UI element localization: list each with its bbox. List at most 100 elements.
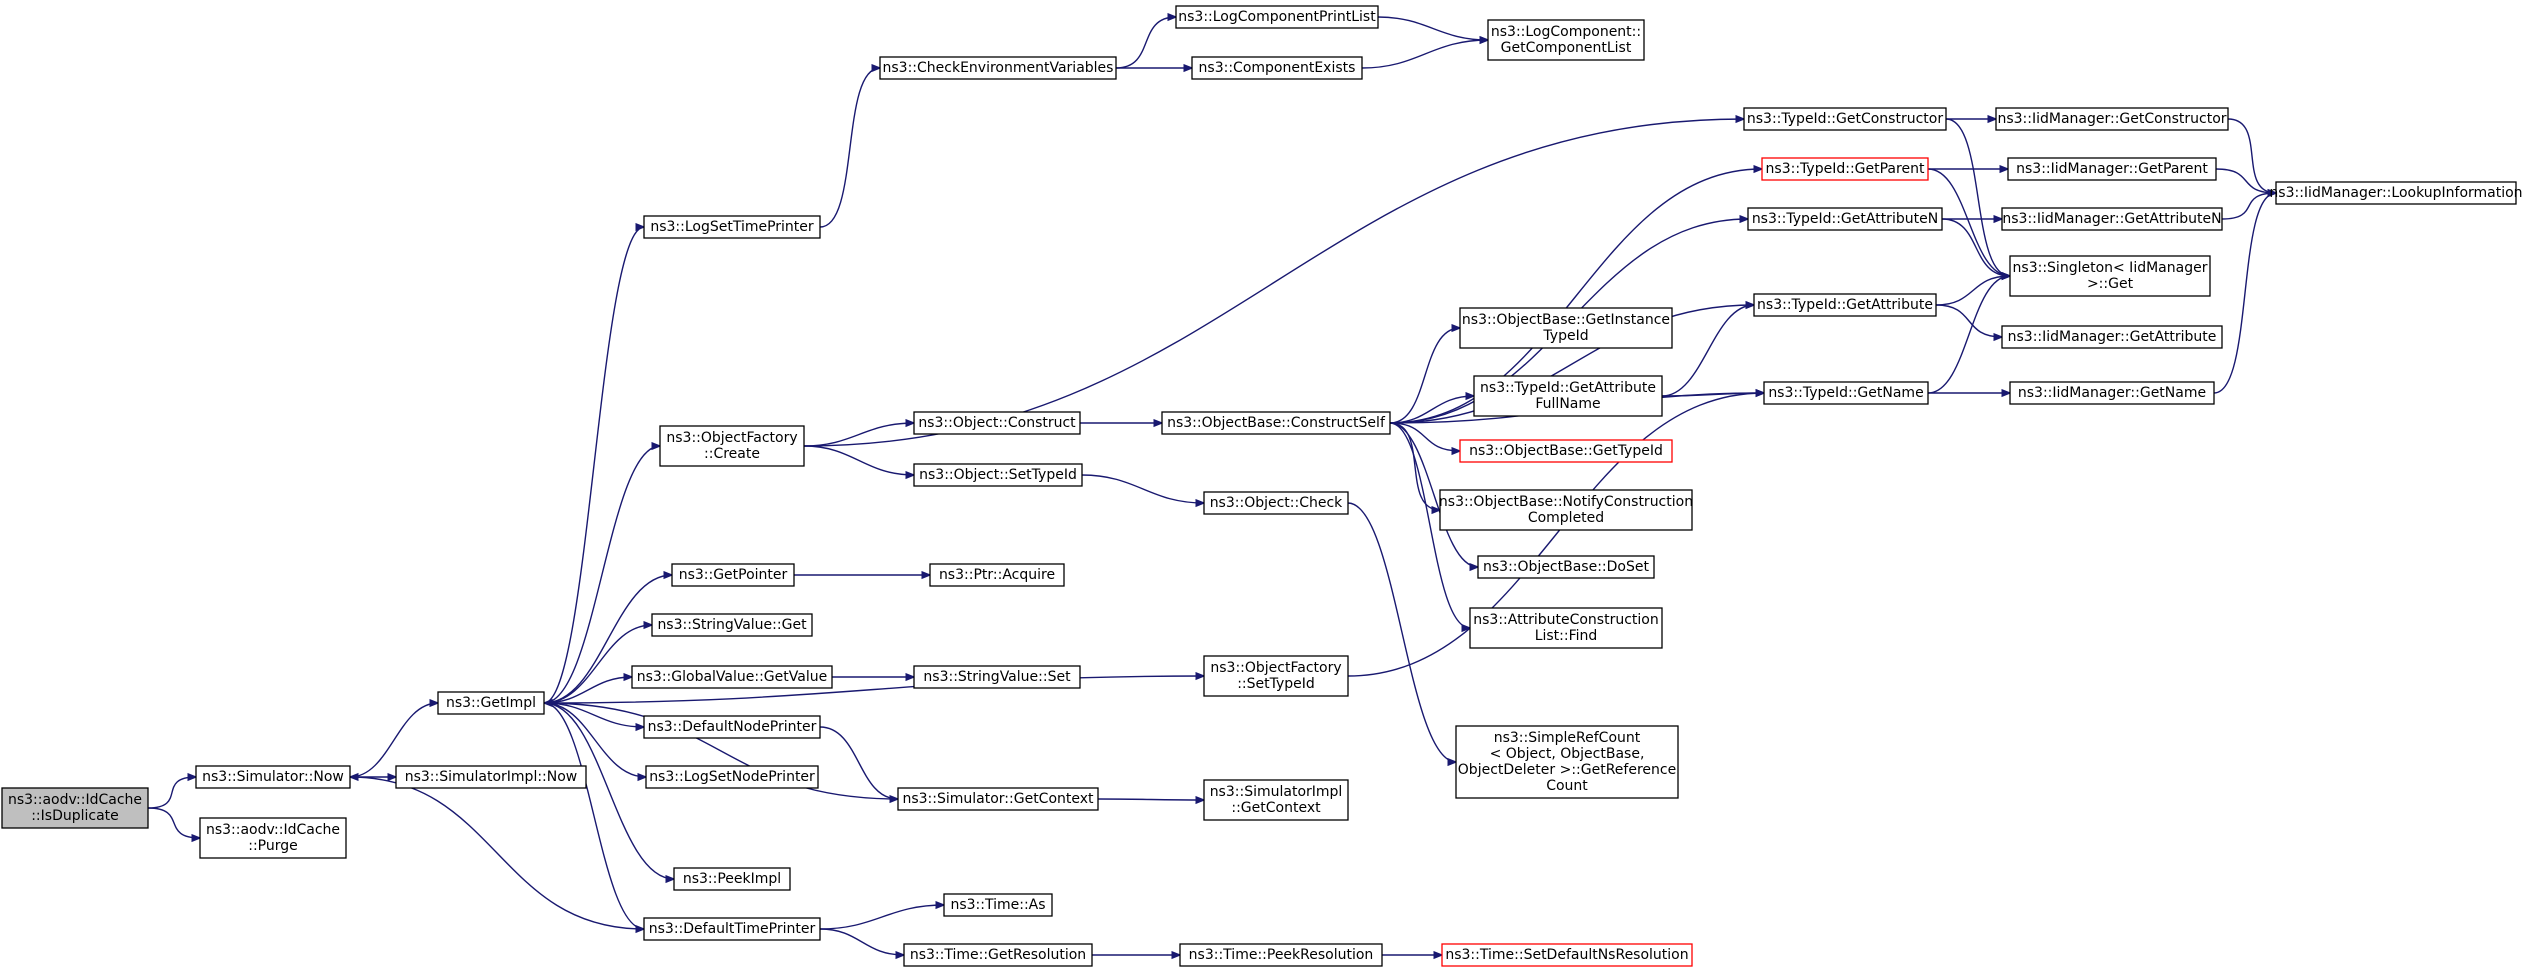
graph-node-tidgetname[interactable]: ns3::TypeId::GetName [1763, 381, 1929, 405]
graph-node-isdup[interactable]: ns3::aodv::IdCache::IsDuplicate [1, 787, 149, 829]
graph-node-iidlookup[interactable]: ns3::IidManager::LookupInformation [2269, 181, 2523, 205]
edge-simnow-to-getimpl [349, 703, 438, 778]
node-label: ns3::LogSetTimePrinter [650, 219, 814, 235]
graph-node-simnow[interactable]: ns3::Simulator::Now [195, 765, 351, 789]
node-label: ns3::aodv::IdCache [206, 822, 340, 838]
node-box [673, 867, 791, 891]
graph-node-tidgetpar[interactable]: ns3::TypeId::GetParent [1761, 157, 1929, 181]
node-label: ns3::ObjectBase::NotifyConstruction [1439, 494, 1693, 510]
node-label: ns3::StringValue::Get [657, 617, 807, 633]
graph-node-obdoset[interactable]: ns3::ObjectBase::DoSet [1477, 555, 1655, 579]
node-box [1477, 555, 1655, 579]
node-box [1179, 943, 1383, 967]
edge-objsettid-to-objcheck [1081, 474, 1204, 503]
graph-node-logcompget[interactable]: ns3::LogComponent::GetComponentList [1487, 19, 1645, 61]
graph-node-strvset[interactable]: ns3::StringValue::Set [913, 665, 1081, 689]
node-box [2001, 325, 2223, 349]
node-label: ns3::StringValue::Set [923, 669, 1071, 685]
node-label: ns3::LogComponentPrintList [1178, 9, 1376, 25]
node-box [913, 411, 1081, 435]
graph-node-logcpl[interactable]: ns3::LogComponentPrintList [1175, 5, 1379, 29]
graph-node-getimpl[interactable]: ns3::GetImpl [437, 691, 545, 715]
edge-simgetctx-to-simimplctx [1097, 799, 1204, 800]
edge-getimpl-to-objfcreate [543, 446, 660, 704]
node-box [1455, 725, 1679, 799]
node-box [1203, 491, 1349, 515]
edge-tidgetname-to-singget [1927, 276, 2010, 394]
node-label: FullName [1535, 396, 1600, 412]
graph-node-obconstself[interactable]: ns3::ObjectBase::ConstructSelf [1161, 411, 1391, 435]
graph-node-tidgetattr[interactable]: ns3::TypeId::GetAttribute [1753, 293, 1937, 317]
graph-node-iidgetname[interactable]: ns3::IidManager::GetName [2009, 381, 2215, 405]
graph-node-iidgetpar[interactable]: ns3::IidManager::GetParent [2007, 157, 2217, 181]
graph-node-timepeek[interactable]: ns3::Time::PeekResolution [1179, 943, 1383, 967]
graph-node-compexists[interactable]: ns3::ComponentExists [1191, 56, 1363, 80]
node-label: ns3::GetImpl [446, 695, 536, 711]
node-label: Count [1546, 778, 1588, 794]
node-box [659, 425, 805, 467]
graph-node-defnodep[interactable]: ns3::DefaultNodePrinter [643, 715, 821, 739]
edge-getimpl-to-objfsettid [543, 676, 1204, 704]
node-label: ns3::DefaultTimePrinter [649, 921, 816, 937]
graph-node-simimplctx[interactable]: ns3::SimulatorImpl::GetContext [1203, 779, 1349, 821]
graph-node-timegetres[interactable]: ns3::Time::GetResolution [903, 943, 1093, 967]
graph-node-deftp[interactable]: ns3::DefaultTimePrinter [643, 917, 821, 941]
graph-node-tidgetan[interactable]: ns3::TypeId::GetAttributeN [1747, 207, 1943, 231]
graph-node-iidgetattr[interactable]: ns3::IidManager::GetAttribute [2001, 325, 2223, 349]
node-box [1175, 5, 1379, 29]
node-label: ns3::Ptr::Acquire [939, 567, 1055, 583]
graph-node-simimplnow[interactable]: ns3::SimulatorImpl::Now [395, 765, 587, 789]
node-box [1469, 607, 1663, 649]
graph-node-gvgetv[interactable]: ns3::GlobalValue::GetValue [631, 665, 833, 689]
graph-node-simgetctx[interactable]: ns3::Simulator::GetContext [897, 787, 1099, 811]
graph-node-logsettp[interactable]: ns3::LogSetTimePrinter [643, 215, 821, 239]
graph-node-objconstr[interactable]: ns3::Object::Construct [913, 411, 1081, 435]
node-box [2275, 181, 2517, 205]
edge-deftp-to-simnow [350, 777, 645, 930]
node-box [1203, 655, 1349, 697]
graph-node-timesetdef[interactable]: ns3::Time::SetDefaultNsResolution [1441, 943, 1693, 967]
edge-obconstself-to-tidgetpar [1389, 169, 1762, 424]
graph-node-logsetnp[interactable]: ns3::LogSetNodePrinter [645, 765, 819, 789]
node-box [395, 765, 587, 789]
graph-node-objsettid[interactable]: ns3::Object::SetTypeId [913, 463, 1083, 487]
node-box [913, 463, 1083, 487]
graph-node-objfcreate[interactable]: ns3::ObjectFactory::Create [659, 425, 805, 467]
graph-node-iidgetan[interactable]: ns3::IidManager::GetAttributeN [2001, 207, 2223, 231]
edge-obconstself-to-tidgetattr [1389, 305, 1754, 424]
edge-isdup-to-simnow [147, 777, 196, 809]
graph-node-objcheck[interactable]: ns3::Object::Check [1203, 491, 1349, 515]
node-box [1747, 207, 1943, 231]
graph-node-srcget[interactable]: ns3::SimpleRefCount< Object, ObjectBase,… [1455, 725, 1679, 799]
node-label: ns3::IidManager::GetAttribute [2008, 329, 2217, 345]
node-label: ns3::IidManager::GetConstructor [1997, 111, 2226, 127]
node-label: ns3::SimulatorImpl::Now [405, 769, 578, 785]
node-box [199, 817, 347, 859]
graph-node-obgettid[interactable]: ns3::ObjectBase::GetTypeId [1459, 439, 1673, 463]
edge-obconstself-to-obnotify [1389, 422, 1440, 510]
graph-node-peekimpl[interactable]: ns3::PeekImpl [673, 867, 791, 891]
edge-deftp-to-timeas [819, 905, 944, 930]
graph-node-objfsettid[interactable]: ns3::ObjectFactory::SetTypeId [1203, 655, 1349, 697]
node-label: ns3::Time::As [950, 897, 1045, 913]
edge-getimpl-to-logsettp [543, 227, 644, 704]
edge-isdup-to-purge [147, 807, 200, 838]
node-box [2001, 207, 2223, 231]
graph-node-timeas[interactable]: ns3::Time::As [943, 893, 1053, 917]
node-label: ns3::DefaultNodePrinter [648, 719, 817, 735]
graph-node-purge[interactable]: ns3::aodv::IdCache::Purge [199, 817, 347, 859]
edge-obconstself-to-acfind [1389, 422, 1470, 628]
graph-node-obnotify[interactable]: ns3::ObjectBase::NotifyConstructionCompl… [1439, 489, 1693, 531]
node-box [2009, 381, 2215, 405]
graph-node-iidgetctor[interactable]: ns3::IidManager::GetConstructor [1995, 107, 2229, 131]
graph-node-tidgetctor[interactable]: ns3::TypeId::GetConstructor [1743, 107, 1947, 131]
edge-objfsettid-to-tidgetname [1347, 393, 1764, 677]
graph-node-checkenv[interactable]: ns3::CheckEnvironmentVariables [879, 56, 1117, 80]
graph-node-singget[interactable]: ns3::Singleton< IidManager >::Get [2009, 255, 2211, 297]
graph-node-getptr[interactable]: ns3::GetPointer [671, 563, 795, 587]
graph-node-ptracq[interactable]: ns3::Ptr::Acquire [929, 563, 1065, 587]
graph-node-strvget[interactable]: ns3::StringValue::Get [651, 613, 813, 637]
